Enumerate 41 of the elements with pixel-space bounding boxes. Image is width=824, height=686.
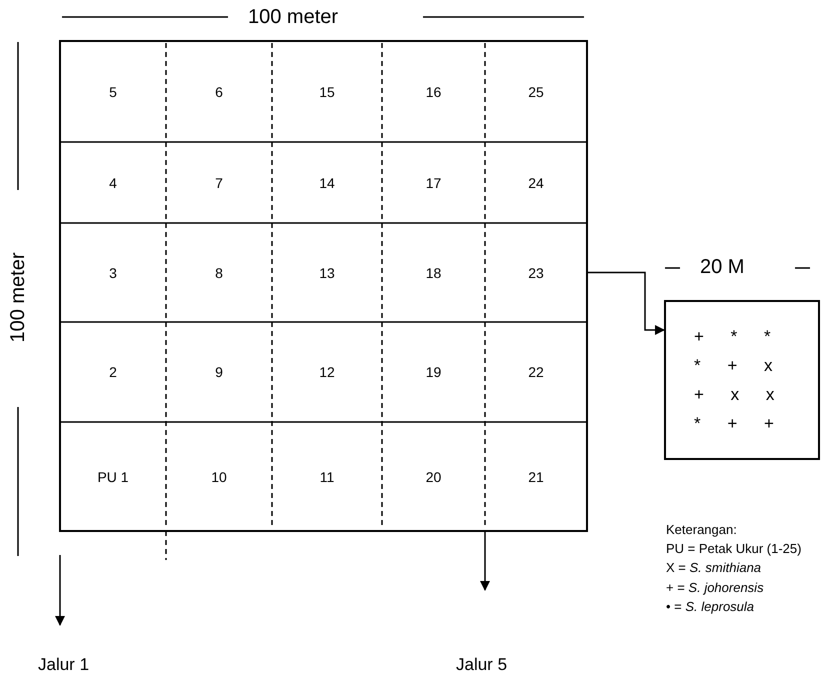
plot-cell: 10 (166, 422, 272, 531)
legend-entry: + = S. johorensis (666, 580, 764, 595)
plot-cell: 17 (382, 142, 485, 223)
plot-cell: 15 (272, 41, 382, 142)
plot-cell: 23 (485, 223, 587, 322)
dimension-label: 100 meter (248, 6, 338, 29)
plot-cell: 11 (272, 422, 382, 531)
legend-entry: PU = Petak Ukur (1-25) (666, 541, 802, 556)
dimension-label: 100 meter (7, 251, 30, 345)
plot-cell: 7 (166, 142, 272, 223)
plot-cell: 8 (166, 223, 272, 322)
strip-label: Jalur 5 (456, 655, 508, 675)
plot-cell: 25 (485, 41, 587, 142)
plot-cell: 13 (272, 223, 382, 322)
plot-cell: 24 (485, 142, 587, 223)
plot-cell: 2 (60, 322, 166, 422)
plot-cell: PU 1 (60, 422, 166, 531)
plot-cell: 14 (272, 142, 382, 223)
legend-entry: X = S. smithiana (666, 560, 762, 575)
sample-plot-box (664, 300, 820, 460)
plot-cell: 19 (382, 322, 485, 422)
plot-cell: 5 (60, 41, 166, 142)
plot-cell: 12 (272, 322, 382, 422)
tree-symbol-row-text: + x x (694, 384, 774, 406)
legend-title: Keterangan: (666, 522, 737, 537)
plot-cell: 4 (60, 142, 166, 223)
plot-cell: 16 (382, 41, 485, 142)
plot-cell: 3 (60, 223, 166, 322)
dimension-label: 20 M (700, 256, 744, 279)
plot-cell: 9 (166, 322, 272, 422)
plot-cell: 20 (382, 422, 485, 531)
plot-cell: 22 (485, 322, 587, 422)
tree-symbol-row-text: * + + (694, 413, 774, 435)
strip-label: Jalur 1 (38, 655, 90, 675)
arrow (587, 272, 665, 335)
tree-symbol-row-text: + * * (694, 326, 771, 348)
tree-symbol-row-text: * + x (694, 355, 772, 377)
legend-entry: • = S. leprosula (666, 599, 754, 614)
plot-cell: 18 (382, 223, 485, 322)
plot-cell: 6 (166, 41, 272, 142)
plot-cell: 21 (485, 422, 587, 531)
